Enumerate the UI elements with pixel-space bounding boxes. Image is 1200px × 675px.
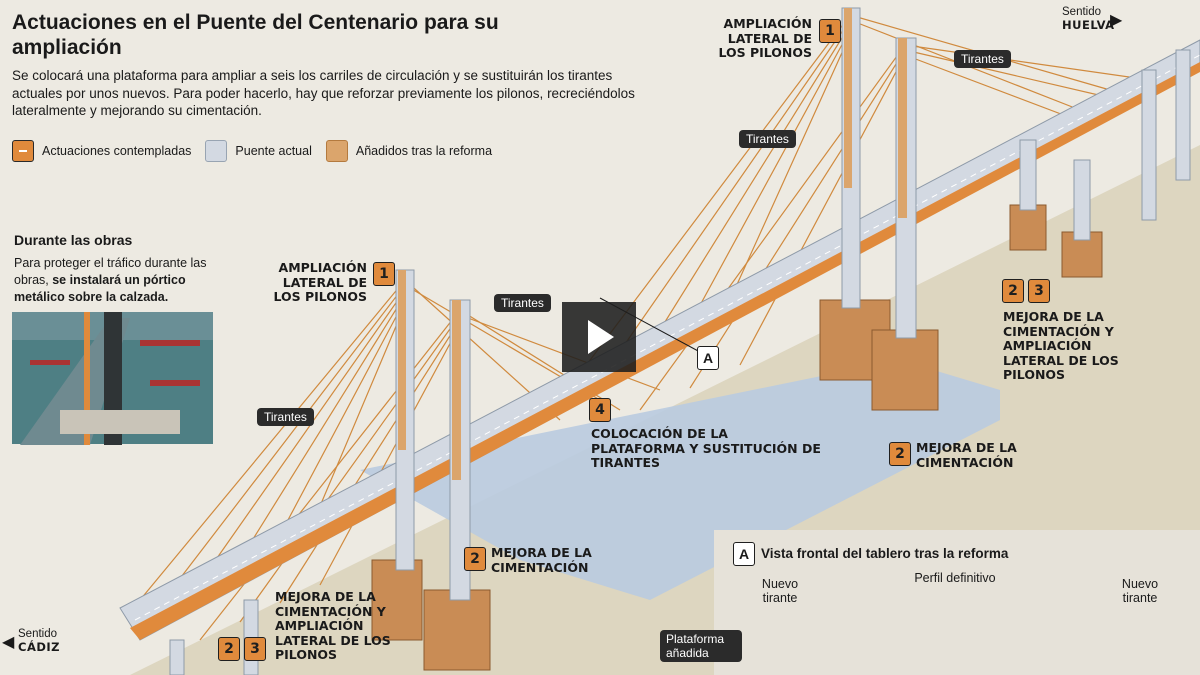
inset-label-nuevo-tirante-right: Nuevo tirante: [1121, 577, 1159, 605]
callout-2-left-badge: 2: [464, 547, 486, 571]
callout-4-text: COLOCACIÓN DE LA PLATAFORMA Y SUSTITUCIÓ…: [591, 426, 821, 470]
foundation-right: [819, 299, 939, 411]
pylon-left: [395, 269, 471, 601]
inset-label-nuevo-tirante-left: Nuevo tirante: [761, 577, 799, 605]
callout-23-left-badge-2: 2: [218, 637, 240, 661]
callout-23-right-text: MEJORA DE LA CIMENTACIÓN Y AMPLIACIÓN LA…: [1003, 309, 1119, 382]
pylon-right: [841, 7, 917, 339]
legend-item-actual: Puente actual: [205, 140, 312, 162]
legend-swatch-anadidos: [325, 140, 348, 162]
inset-title: Vista frontal del tablero tras la reform…: [761, 546, 1009, 561]
inset-label-perfil: Perfil definitivo: [890, 571, 1020, 585]
inset-label-plataforma: Plataforma añadida: [660, 630, 742, 662]
stay-cables-left: [139, 279, 661, 641]
direction-huelva-city: HUELVA: [1062, 18, 1115, 32]
legend-label-actual: Puente actual: [235, 144, 312, 158]
tag-tirantes-mid: Tirantes: [739, 130, 796, 148]
tag-tirantes-left: Tirantes: [257, 408, 314, 426]
callout-1-top-badge: 1: [819, 19, 841, 43]
page-title: Actuaciones en el Puente del Centenario …: [12, 11, 499, 59]
sidebar-text-plain: Para proteger el tráfico durante las obr…: [14, 256, 207, 287]
callout-23-right-badge-2: 2: [1002, 279, 1024, 303]
arrow-left-icon: ◀: [2, 634, 15, 651]
video-play-button[interactable]: [562, 302, 636, 372]
callout-23-left-text: MEJORA DE LA CIMENTACIÓN Y AMPLIACIÓN LA…: [275, 589, 391, 662]
direction-cadiz: Sentido CÁDIZ: [18, 628, 60, 655]
legend-swatch-actual: [205, 140, 228, 162]
legend-swatch-actuaciones: [12, 140, 34, 162]
legend: Actuaciones contempladas Puente actual A…: [12, 140, 506, 162]
legend-label-anadidos: Añadidos tras la reforma: [355, 144, 493, 158]
construction-photo: [12, 312, 213, 445]
sidebar-text: Para proteger el tráfico durante las obr…: [14, 255, 219, 306]
legend-item-actuaciones: Actuaciones contempladas: [12, 140, 191, 162]
callout-23-right-badge-3: 3: [1028, 279, 1050, 303]
callout-23-left-badge-3: 3: [244, 637, 266, 661]
water: [360, 360, 1000, 600]
viaduct-piers: [1019, 49, 1191, 241]
direction-cadiz-label: Sentido: [18, 628, 58, 640]
callout-4-badge: 4: [589, 398, 611, 422]
tag-tirantes-center: Tirantes: [494, 294, 551, 312]
callout-a-badge: A: [697, 346, 719, 370]
sidebar-text-bold: se instalará un pórtico metálico sobre l…: [14, 273, 186, 304]
foundation-left: [371, 559, 491, 671]
stay-cables-right: [559, 14, 1151, 411]
callout-1-top-text: AMPLIACIÓN LATERAL DE LOS PILONOS: [718, 16, 812, 60]
legend-item-anadidos: Añadidos tras la reforma: [325, 140, 493, 162]
direction-huelva: Sentido HUELVA: [1062, 6, 1115, 33]
direction-cadiz-city: CÁDIZ: [18, 640, 61, 654]
sidebar-heading: Durante las obras: [14, 232, 133, 248]
tag-tirantes-top: Tirantes: [954, 50, 1011, 68]
callout-2-right-text: MEJORA DE LA CIMENTACIÓN: [916, 440, 1017, 470]
callout-1-left-text: AMPLIACIÓN LATERAL DE LOS PILONOS: [273, 260, 367, 304]
intro-text: Se colocará una plataforma para ampliar …: [12, 68, 635, 118]
callout-1-left-badge: 1: [373, 262, 395, 286]
callout-2-right-badge: 2: [889, 442, 911, 466]
inset-a-badge: A: [733, 542, 755, 566]
callout-2-left-text: MEJORA DE LA CIMENTACIÓN: [491, 545, 592, 575]
arrow-right-icon: ▶: [1110, 12, 1123, 29]
inset-panel: [714, 530, 1200, 675]
foundation-far: [1009, 204, 1103, 278]
legend-label-actuaciones: Actuaciones contempladas: [42, 144, 192, 158]
direction-huelva-label: Sentido: [1062, 6, 1102, 18]
